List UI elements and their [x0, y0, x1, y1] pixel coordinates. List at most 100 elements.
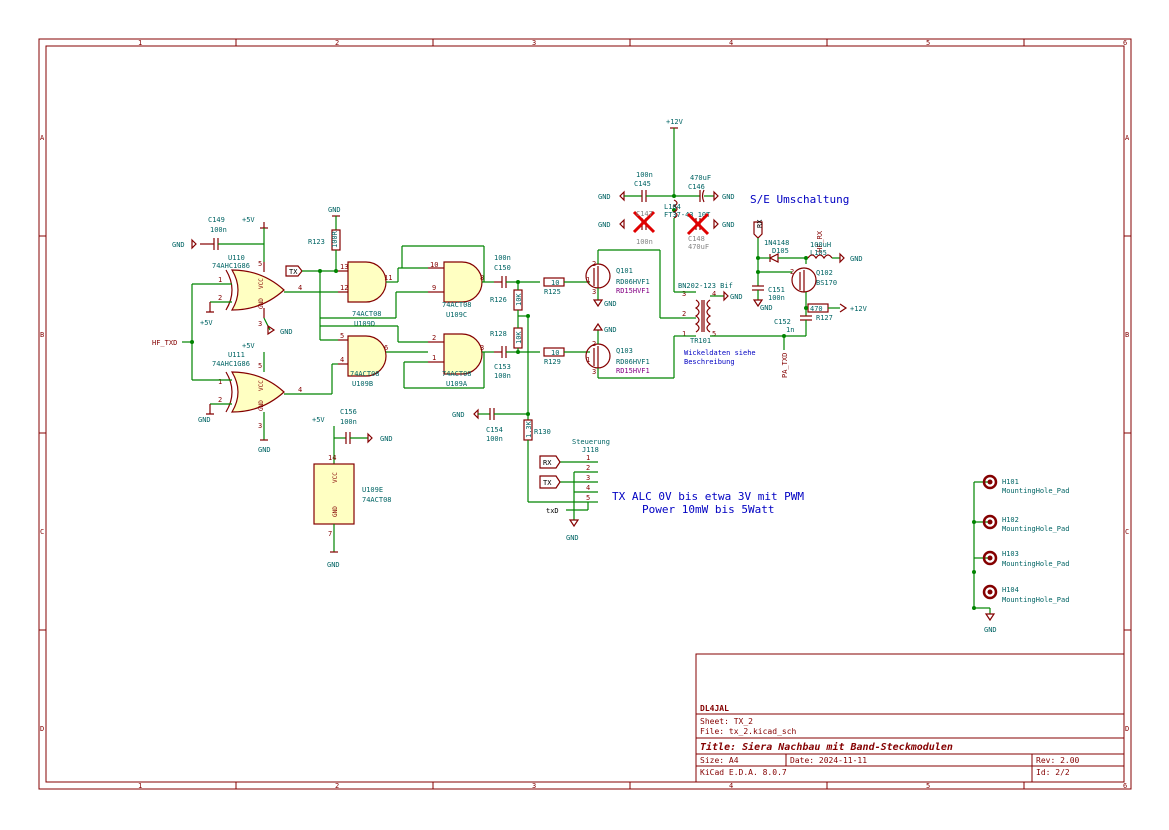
c145-ref: C145	[634, 180, 651, 188]
col-marker: 2	[335, 782, 339, 790]
u111-xor-gate: VCC GND U111 74AHC1G86 1 2 4 5 3	[212, 351, 302, 430]
u111-value: 74AHC1G86	[212, 360, 250, 368]
col-marker: 6	[1123, 782, 1127, 790]
hf-txd-label: HF_TXD	[152, 339, 177, 347]
h102-ref: H102	[1002, 516, 1019, 524]
d105-ref: D105	[772, 247, 789, 255]
svg-text:3: 3	[258, 320, 262, 328]
pin-gnd: GND	[258, 400, 265, 411]
hf-rx-label: HF_RX	[816, 230, 824, 252]
u109c-value: 74ACT08	[442, 301, 472, 309]
p5v-label: +5V	[200, 319, 213, 327]
dnp-cross-icon	[686, 212, 710, 236]
q103-ref: Q103	[616, 347, 633, 355]
row-marker: D	[40, 725, 44, 733]
h103-value: MountingHole_Pad	[1002, 560, 1069, 568]
gnd-symbol	[723, 290, 729, 302]
gnd-symbol	[752, 299, 764, 308]
r125-ref: R125	[544, 288, 561, 296]
junction-dot	[190, 340, 194, 344]
svg-text:9: 9	[432, 284, 436, 292]
u111-ref: U111	[228, 351, 245, 359]
pa-txd-label: PA_TXD	[781, 353, 789, 378]
c156-value: 100n	[340, 418, 357, 426]
u109a-ref: U109A	[446, 380, 468, 388]
j118-pin: 1	[586, 454, 590, 462]
u109b-and-gate: 5 4 6 74ACT08 U109B	[338, 332, 388, 388]
c153-ref: C153	[494, 363, 511, 371]
alc-note-line1: TX ALC 0V bis etwa 3V mit PWM	[612, 490, 804, 503]
q103-alt: RD15HVF1	[616, 367, 650, 375]
h104-ref: H104	[1002, 586, 1019, 594]
mounting-holes: GND H101 MountingHole_Pad H102 MountingH…	[972, 474, 1069, 634]
title-block: DL4JAL Sheet: TX_2 File: tx_2.kicad_sch …	[695, 653, 1125, 783]
c152-value: 1n	[786, 326, 794, 334]
gnd-label: GND	[172, 241, 185, 249]
c149-capacitor: C149 100n	[200, 216, 264, 250]
c152-ref: C152	[774, 318, 791, 326]
c146-value: 470uF	[690, 174, 711, 182]
pin-gnd: GND	[332, 506, 339, 517]
gnd-label: GND	[328, 206, 341, 214]
q103-mosfet: 1 2 3 Q103 RD06HVF1 RD15HVF1	[585, 340, 650, 376]
r130-value: 1.3K	[525, 420, 533, 438]
svg-text:1: 1	[218, 276, 222, 284]
col-marker: 5	[926, 782, 930, 790]
svg-text:10: 10	[430, 261, 438, 269]
u109c-and-gate: 10 9 8 74ACT08 U109C	[428, 261, 484, 319]
junction-dot	[334, 269, 338, 273]
svg-text:1: 1	[586, 276, 590, 284]
gnd-symbol	[713, 190, 719, 202]
rx-label-vertical: RX	[756, 219, 764, 228]
row-marker: C	[1125, 528, 1129, 536]
u109e-power-unit: VCC GND U109E 74ACT08 14 7	[313, 454, 392, 538]
svg-text:14: 14	[328, 454, 336, 462]
gnd-symbol	[267, 324, 276, 336]
gnd-label: GND	[280, 328, 293, 336]
dnp-cross-icon	[632, 210, 656, 234]
gnd-symbol	[619, 190, 625, 202]
tb-date: Date: 2024-11-11	[790, 756, 867, 765]
l105-ref: L105	[810, 249, 827, 257]
p12v-symbol	[839, 303, 848, 313]
tb-file: File: tx_2.kicad_sch	[700, 727, 797, 736]
c153-capacitor: C153 100n	[494, 346, 511, 380]
col-marker: 6	[1123, 39, 1127, 47]
svg-text:3: 3	[592, 368, 596, 376]
txd-label: txD	[546, 507, 559, 515]
c156-ref: C156	[340, 408, 357, 416]
u109b-ref: U109B	[352, 380, 373, 388]
svg-text:2: 2	[218, 396, 222, 404]
c150-ref: C150	[494, 264, 511, 272]
u109a-value: 74ACT08	[442, 370, 472, 378]
gnd-symbol	[839, 252, 845, 264]
svg-text:5: 5	[258, 362, 262, 370]
row-marker: A	[40, 134, 45, 142]
c148-ref: C148	[688, 235, 705, 243]
gnd-label: GND	[760, 304, 773, 312]
gnd-symbol	[206, 302, 214, 313]
r130-ref: R130	[534, 428, 551, 436]
pin-gnd: GND	[258, 298, 265, 309]
svg-text:2: 2	[592, 340, 596, 348]
svg-text:4: 4	[712, 290, 716, 298]
r127-value: 470	[810, 305, 823, 313]
r123-value: 100R	[331, 230, 339, 248]
winding-note-2: Beschreibung	[684, 358, 735, 366]
pin-vcc: VCC	[258, 278, 265, 289]
gnd-symbol	[984, 613, 996, 622]
gnd-symbol	[592, 322, 604, 331]
gnd-label: GND	[984, 626, 997, 634]
h102-value: MountingHole_Pad	[1002, 525, 1069, 533]
j118-ref: J118	[582, 446, 599, 454]
q101-mosfet: 1 2 3 Q101 RD06HVF1 RD15HVF1	[585, 260, 650, 296]
c149-value: 100n	[210, 226, 227, 234]
tb-tool: KiCad E.D.A. 8.0.7	[700, 768, 787, 777]
j118-pin: 2	[586, 464, 590, 472]
mounting-hole-icon	[982, 474, 998, 490]
l105-value: 100uH	[810, 241, 831, 249]
r129-ref: R129	[544, 358, 561, 366]
l104-inductor	[672, 199, 678, 219]
svg-text:5: 5	[340, 332, 344, 340]
